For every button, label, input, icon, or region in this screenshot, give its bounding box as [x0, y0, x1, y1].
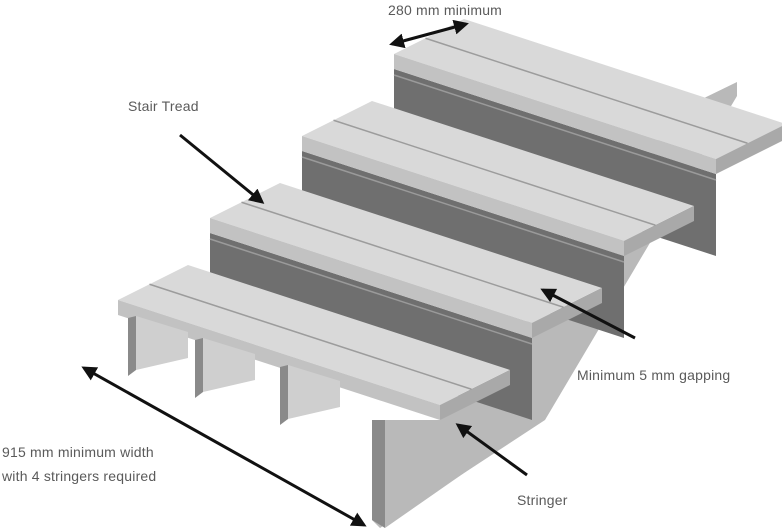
stringer-leg — [128, 316, 136, 376]
stringer-leg-face — [136, 316, 188, 370]
stringer-leg — [372, 420, 385, 528]
stringer-front-face — [385, 420, 540, 528]
riser-edge-line — [301, 156, 625, 263]
width-arrow — [81, 366, 367, 527]
label-width-line1: 915 mm minimum width — [2, 444, 154, 460]
riser-edge-line — [209, 238, 533, 345]
stair-tread-side-edge — [716, 126, 782, 174]
stair-tread-side-edge — [624, 206, 694, 256]
stair-tread-side-edge — [532, 288, 602, 338]
tread-gap-line — [425, 37, 748, 144]
label-tread-depth: 280 mm minimum — [388, 2, 503, 18]
label-width-line2: with 4 stringers required — [2, 468, 157, 484]
riser-edge-line — [393, 74, 717, 181]
stringer-leg — [280, 365, 288, 425]
label-gapping: Minimum 5 mm gapping — [577, 367, 731, 383]
label-stringer: Stringer — [517, 492, 568, 508]
stair-tread-side-edge — [440, 370, 510, 420]
gapping-arrow — [540, 288, 636, 340]
stringer-leg — [195, 338, 203, 398]
stair-tread — [394, 19, 782, 159]
stair-tread-front-edge — [210, 218, 532, 338]
tread-gap-line — [333, 119, 656, 226]
label-stair-tread: Stair Tread — [128, 98, 199, 114]
stringer-arrow — [455, 423, 528, 477]
tread-gap-line — [241, 201, 564, 308]
stair-tread-front-edge — [394, 54, 716, 174]
stair-tread-arrow — [179, 133, 265, 204]
stair-tread-front-edge — [302, 136, 624, 256]
tread-gap-line — [149, 283, 472, 390]
tread-depth-arrow — [389, 19, 469, 49]
